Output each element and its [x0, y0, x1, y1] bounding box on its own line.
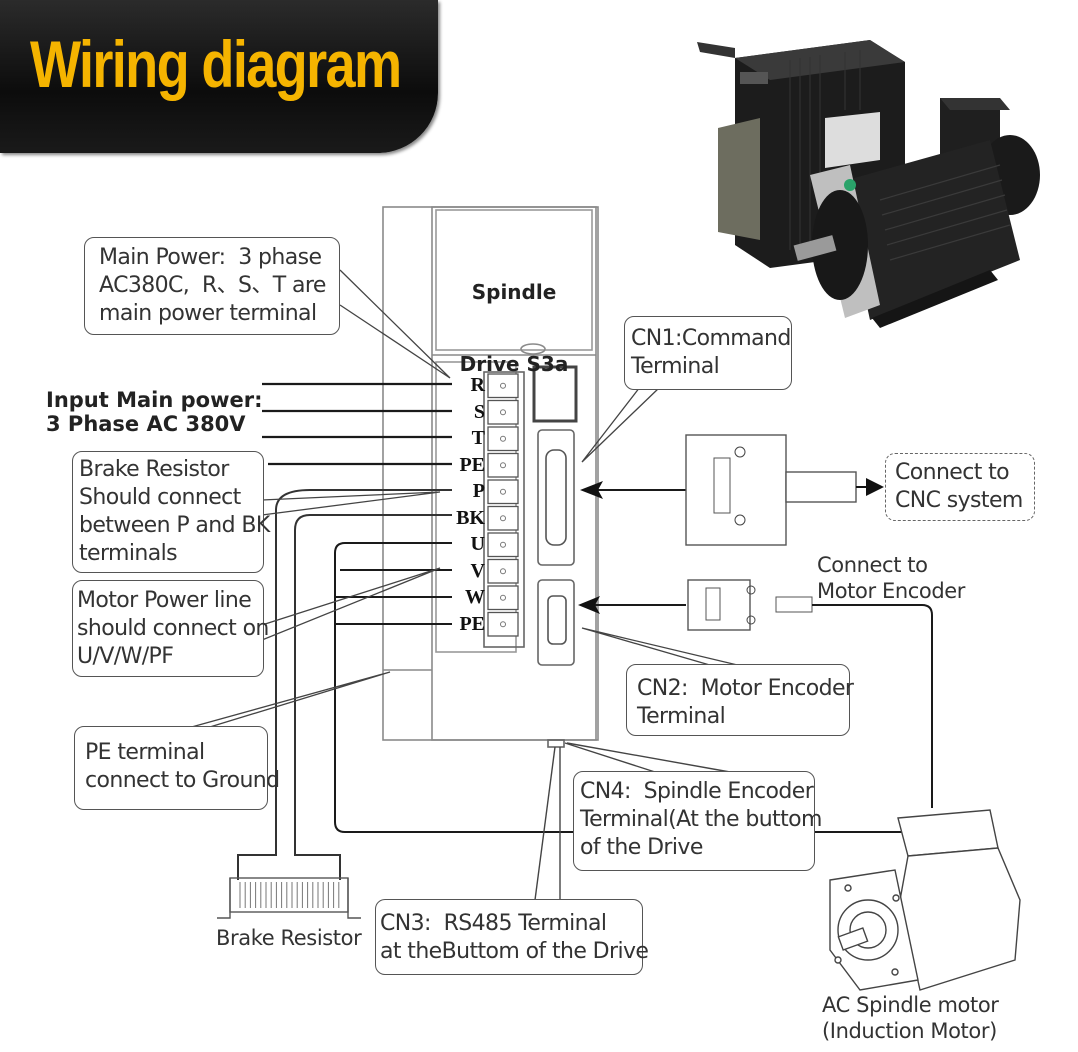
motor-encoder-label: Connect to Motor Encoder: [817, 552, 965, 604]
terminal-label-r: R: [470, 374, 485, 396]
input-power-wires: [262, 382, 452, 466]
callout-cn4-line3: of the Drive: [580, 835, 703, 860]
brake-resistor-label: Brake Resistor: [216, 926, 362, 950]
terminal-cell-u: [487, 532, 519, 558]
callout-brake-line1: Brake Resistor: [79, 457, 229, 482]
terminal-label-p: P: [472, 480, 485, 502]
brake-resistor-wires: [237, 489, 452, 880]
callout-cn4-line1: CN4: Spindle Encoder: [580, 779, 814, 804]
terminal-label-t: T: [471, 427, 485, 449]
drive-title-line1: Spindle: [471, 280, 557, 304]
terminal-label-w: W: [465, 586, 485, 608]
cn1-cable: [580, 434, 884, 546]
terminal-cell-w: [487, 585, 519, 611]
product-photo-drive: [697, 40, 905, 268]
callout-cn1-line2: Terminal: [631, 354, 720, 379]
spindle-motor-line1: AC Spindle motor: [822, 993, 999, 1017]
callout-pe-line2: connect to Ground: [85, 768, 280, 793]
callout-motor-line3: U/V/W/PF: [77, 644, 174, 669]
terminal-cell-p: [487, 479, 519, 505]
callout-cn4: CN4: Spindle Encoder Terminal(At the but…: [573, 771, 822, 871]
input-power-line2: 3 Phase AC 380V: [46, 412, 246, 436]
page-title: Wiring diagram: [30, 27, 402, 101]
drive-title: Spindle Drive S3a: [436, 232, 592, 400]
cnc-line1: Connect to: [895, 460, 1010, 485]
terminal-screw-icon: [500, 594, 506, 601]
terminal-screw-icon: [500, 409, 506, 416]
callout-cn2-line1: CN2: Motor Encoder: [637, 676, 854, 701]
terminal-cell-pe: [487, 611, 519, 637]
motor-encoder-line1: Connect to: [817, 553, 928, 577]
terminal-label-u: U: [470, 533, 485, 555]
terminal-screw-icon: [500, 515, 506, 522]
callout-pe-terminal: PE terminal connect to Ground: [74, 726, 280, 810]
terminal-block: [487, 373, 519, 637]
input-power-line1: Input Main power:: [46, 388, 263, 412]
callout-main-power-line2: AC380C, R、S、T are: [99, 273, 326, 298]
terminal-screw-icon: [500, 462, 506, 469]
terminal-screw-icon: [500, 435, 506, 442]
bottom-connector-pointers: [534, 742, 731, 901]
motor-encoder-line2: Motor Encoder: [817, 579, 966, 603]
terminal-screw-icon: [500, 488, 506, 495]
callout-cn1: CN1:Command Terminal: [624, 316, 792, 390]
spindle-motor-line2: (Induction Motor): [822, 1019, 997, 1043]
cn2-cable: [578, 579, 933, 808]
callout-motor-line1: Motor Power line: [77, 588, 252, 613]
terminal-cell-t: [487, 426, 519, 452]
terminal-cell-pe: [487, 452, 519, 478]
callout-motor-power: Motor Power line should connect on U/V/W…: [72, 580, 269, 677]
terminal-label-pe: PE: [459, 453, 485, 476]
callout-main-power: Main Power: 3 phase AC380C, R、S、T are ma…: [84, 237, 340, 335]
terminal-screw-icon: [500, 621, 506, 628]
spindle-motor-label: AC Spindle motor (Induction Motor): [822, 992, 999, 1044]
callout-pe-line1: PE terminal: [85, 740, 205, 765]
terminal-label-v: V: [470, 559, 485, 582]
callout-brake-line4: terminals: [79, 541, 178, 566]
callout-motor-line2: should connect on: [77, 616, 269, 641]
input-power-label: Input Main power: 3 Phase AC 380V: [46, 388, 262, 436]
callout-brake-line3: between P and BK: [79, 513, 270, 538]
callout-cn1-line1: CN1:Command: [631, 326, 791, 351]
callout-cn3: CN3: RS485 Terminal at theButtom of the …: [375, 899, 649, 975]
terminal-screw-icon: [500, 541, 506, 548]
product-photo-motor: [793, 98, 1040, 328]
terminal-label-pe: PE: [459, 612, 485, 635]
callout-main-power-line3: main power terminal: [99, 301, 317, 326]
terminal-cell-r: [487, 373, 519, 399]
terminal-cell-s: [487, 399, 519, 425]
terminal-cell-v: [487, 558, 519, 584]
callout-cnc-system[interactable]: Connect to CNC system: [885, 453, 1035, 521]
callout-cn2: CN2: Motor Encoder Terminal: [626, 664, 854, 736]
callout-cn3-line1: CN3: RS485 Terminal: [380, 911, 607, 936]
terminal-label-bk: BK: [456, 506, 485, 529]
callout-brake-resistor: Brake Resistor Should connect between P …: [72, 451, 270, 573]
terminal-label-s: S: [473, 400, 485, 423]
cnc-line2: CNC system: [895, 488, 1023, 513]
callout-cn3-line2: at theButtom of the Drive: [380, 939, 649, 964]
terminal-cell-bk: [487, 505, 519, 531]
callout-cn4-line2: Terminal(At the buttom: [580, 807, 822, 832]
callout-main-power-line1: Main Power: 3 phase: [99, 245, 322, 270]
title-banner: [0, 0, 438, 153]
brake-resistor-drawing: [217, 877, 361, 919]
terminal-screw-icon: [500, 568, 506, 575]
callout-brake-line2: Should connect: [79, 485, 241, 510]
drive-title-line2: Drive S3a: [459, 352, 569, 376]
callout-cn2-line2: Terminal: [637, 704, 726, 729]
terminal-screw-icon: [500, 382, 506, 389]
spindle-motor-drawing: [829, 809, 1021, 991]
